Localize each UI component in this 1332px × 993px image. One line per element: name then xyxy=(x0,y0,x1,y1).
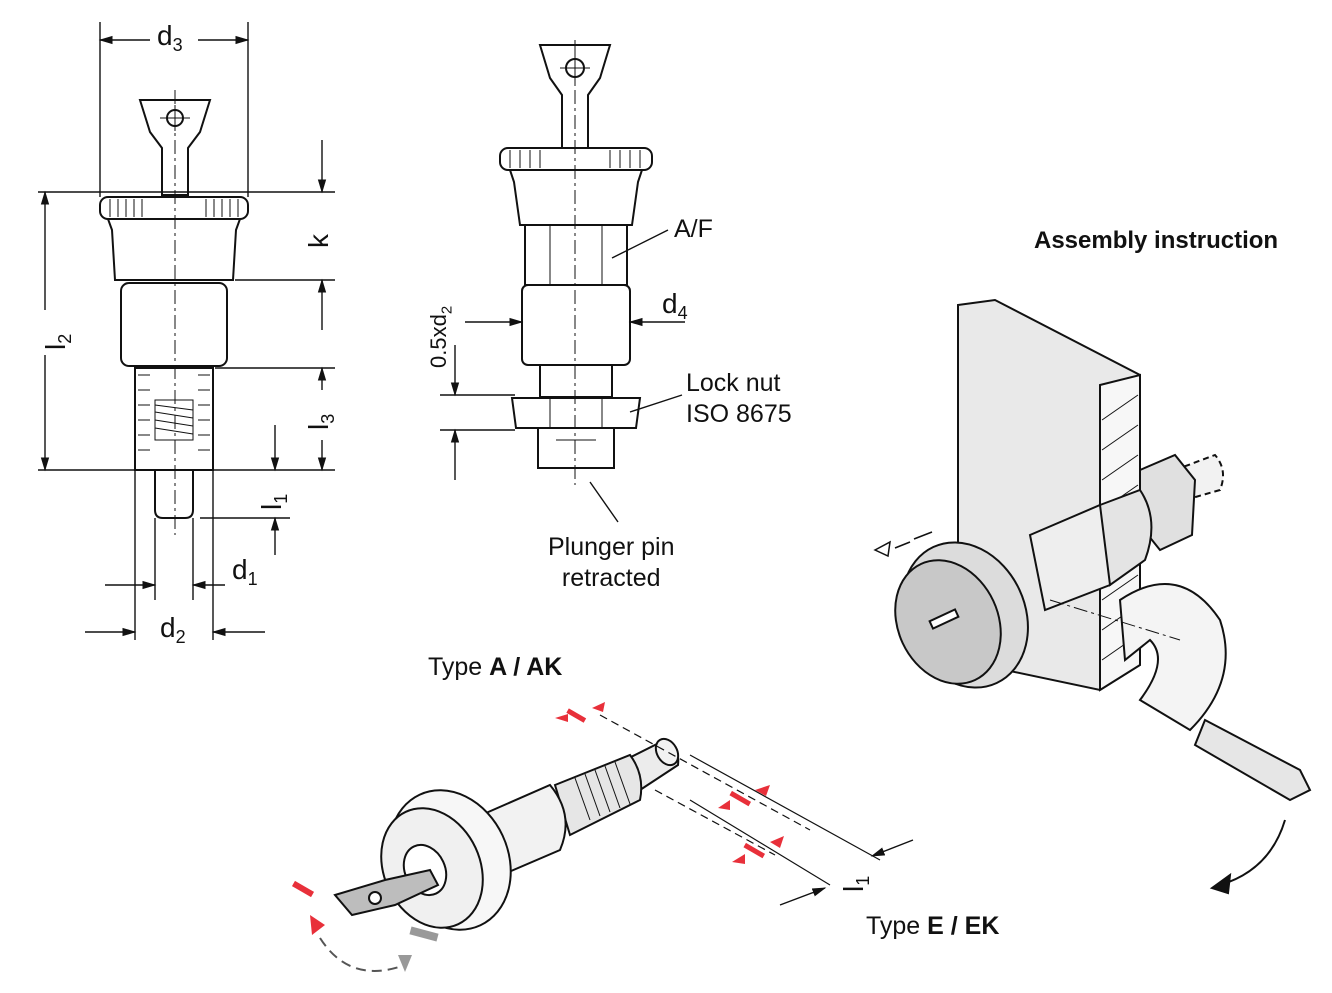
plunger-pin-label: Plunger pin retracted xyxy=(548,533,675,593)
rotation-arrow xyxy=(319,926,439,972)
red-motion-markers xyxy=(291,702,784,935)
lock-nut-label: Lock nut ISO 8675 xyxy=(686,369,792,429)
iso-l1-label: l1 xyxy=(838,875,873,892)
isometric-dimensions xyxy=(779,839,914,906)
isometric-plunger xyxy=(333,714,881,931)
k-label: k xyxy=(303,234,334,248)
side-view-drawing xyxy=(99,90,249,535)
front-view-dimensions xyxy=(440,229,685,523)
type-a-ak-label: Type A / AK xyxy=(428,653,563,681)
d2-label: d2 xyxy=(160,612,186,647)
side-view-dimensions xyxy=(38,22,335,640)
d4-label: d4 xyxy=(662,288,688,323)
af-label: A/F xyxy=(674,215,713,243)
d3-label: d3 xyxy=(157,20,183,55)
assembly-illustration xyxy=(894,298,1312,895)
l2-label: l2 xyxy=(40,333,75,350)
front-view-drawing xyxy=(499,40,653,485)
d1-label: d1 xyxy=(232,554,258,589)
assembly-direction-arrow xyxy=(873,531,933,558)
l1-label: l1 xyxy=(256,493,291,510)
type-e-ek-label: Type E / EK xyxy=(866,912,1000,940)
half-d2-label: 0.5xd2 xyxy=(426,305,456,368)
l3-label: l3 xyxy=(303,413,338,430)
assembly-heading: Assembly instruction xyxy=(1034,227,1279,254)
